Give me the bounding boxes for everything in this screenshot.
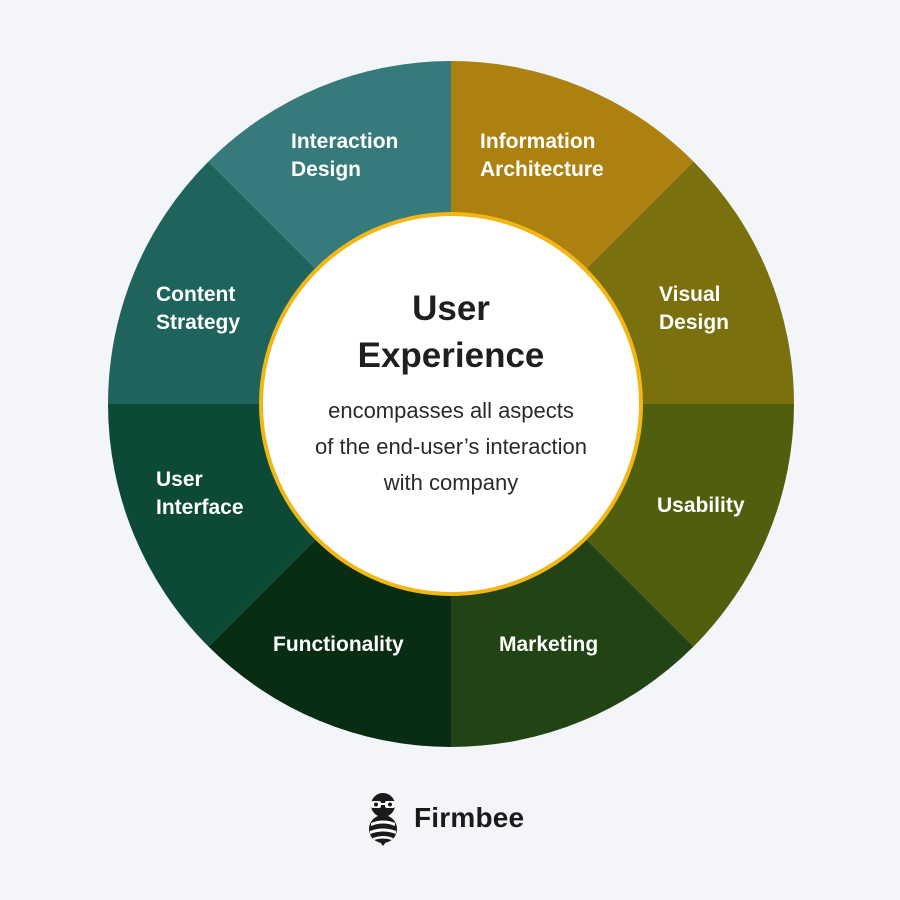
center-description-line-2: of the end-user’s interaction <box>315 434 587 459</box>
segment-label-visual-design-line-2: Design <box>659 311 729 334</box>
center-description-line-3: with company <box>383 470 519 495</box>
center-circle <box>259 212 643 596</box>
center-title-line-1: User <box>412 289 490 328</box>
brand-name: Firmbee <box>414 802 525 833</box>
segment-label-content-strategy-line-2: Strategy <box>156 311 240 334</box>
brand-footer: Firmbee <box>362 790 524 846</box>
segment-labels-layer: InformationArchitectureVisualDesignUsabi… <box>156 130 745 656</box>
segment-label-information-architecture-line-2: Architecture <box>480 158 604 181</box>
center-description-line-1: encompasses all aspects <box>328 398 574 423</box>
segment-label-content-strategy-line-1: Content <box>156 283 235 306</box>
segment-label-visual-design-line-1: Visual <box>659 283 720 306</box>
segment-label-user-interface-line-2: Interface <box>156 496 244 519</box>
segment-label-user-interface-line-1: User <box>156 468 203 491</box>
segment-label-functionality-line-1: Functionality <box>273 633 404 656</box>
segment-label-usability-line-1: Usability <box>657 494 745 517</box>
segment-label-interaction-design-line-2: Design <box>291 158 361 181</box>
bee-mascot-icon <box>369 793 397 846</box>
segment-label-interaction-design-line-1: Interaction <box>291 130 398 153</box>
segment-label-marketing-line-1: Marketing <box>499 633 598 656</box>
segment-label-information-architecture-line-1: Information <box>480 130 596 153</box>
center-title-line-2: Experience <box>358 336 545 375</box>
